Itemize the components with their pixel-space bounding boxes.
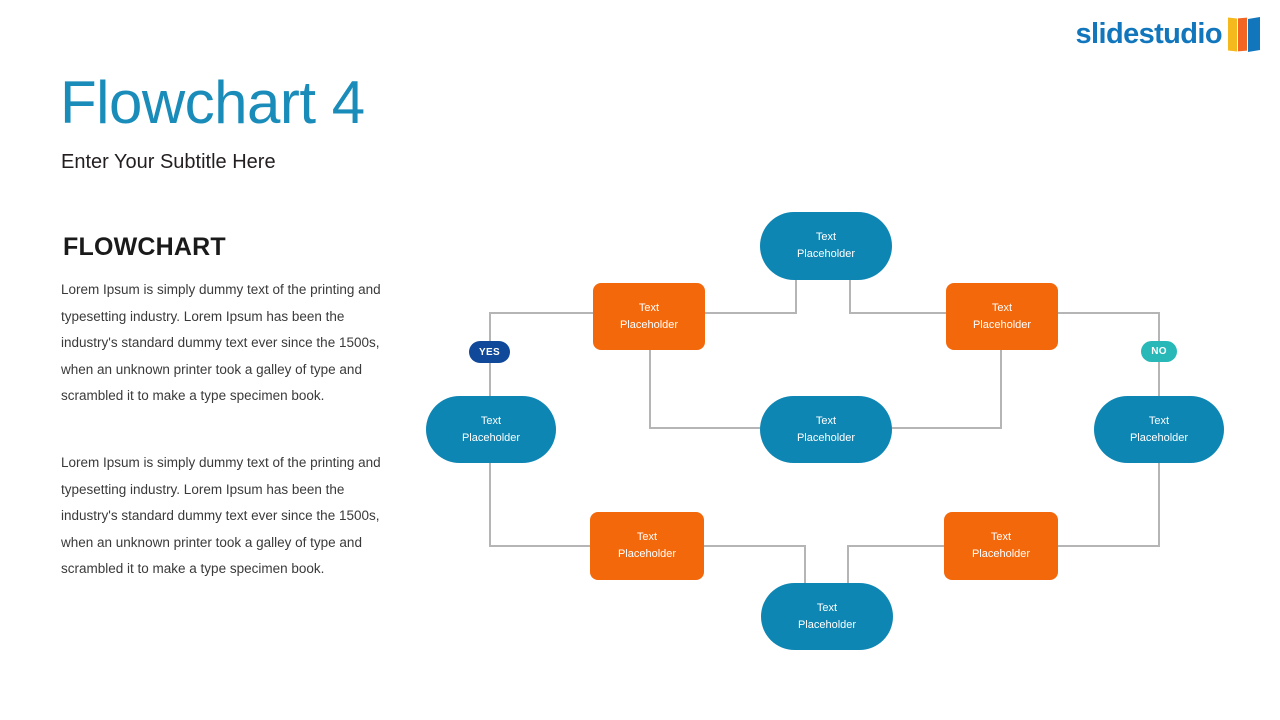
decision-badge-yes[interactable]: YES <box>469 341 510 363</box>
node-label-line1: Text <box>480 414 502 427</box>
node-label-line1: Text <box>815 231 837 243</box>
node-label-line1: Text <box>815 414 837 427</box>
node-label-line2: Placeholder <box>796 431 856 444</box>
connector-upper-left-to-middle-center <box>649 350 760 429</box>
node-label-line2: Placeholder <box>796 248 856 260</box>
brand-logo: slidestudio <box>1075 17 1262 52</box>
node-label-line2: Placeholder <box>1129 431 1189 444</box>
node-label-line2: Placeholder <box>971 548 1031 560</box>
section-heading: FLOWCHART <box>63 233 226 261</box>
connector-middle-right-to-lower-right <box>1058 463 1160 547</box>
connector-lower-right-to-bottom-center <box>847 545 944 583</box>
node-label-line2: Placeholder <box>797 618 857 631</box>
node-label-line1: Text <box>638 301 660 314</box>
connector-top-center-to-upper-left <box>705 280 797 314</box>
connector-upper-right-to-no <box>1058 312 1160 396</box>
node-label-line2: Placeholder <box>617 548 677 560</box>
body-paragraph-2: Lorem Ipsum is simply dummy text of the … <box>61 455 381 576</box>
page-title: Flowchart 4 <box>60 69 365 136</box>
node-label-line1: Text <box>816 601 838 614</box>
connector-upper-right-to-middle-center <box>892 350 1002 429</box>
node-label-line1: Text <box>636 531 658 543</box>
body-paragraph-1: Lorem Ipsum is simply dummy text of the … <box>61 282 381 403</box>
node-label-line1: Text <box>1148 414 1170 427</box>
node-label-line2: Placeholder <box>619 318 679 331</box>
brand-name: slidestudio <box>1075 18 1223 50</box>
connector-middle-left-to-lower-left <box>489 463 590 547</box>
page-subtitle: Enter Your Subtitle Here <box>61 151 276 173</box>
connector-top-center-to-upper-right <box>849 280 946 314</box>
connector-upper-left-to-yes <box>489 312 593 396</box>
decision-badge-no[interactable]: NO <box>1141 341 1177 362</box>
node-label-line2: Placeholder <box>972 318 1032 331</box>
node-label-line2: Placeholder <box>461 431 521 444</box>
connector-lower-left-to-bottom-center <box>704 545 806 583</box>
node-label-line1: Text <box>990 531 1012 543</box>
node-label-line1: Text <box>991 301 1013 314</box>
